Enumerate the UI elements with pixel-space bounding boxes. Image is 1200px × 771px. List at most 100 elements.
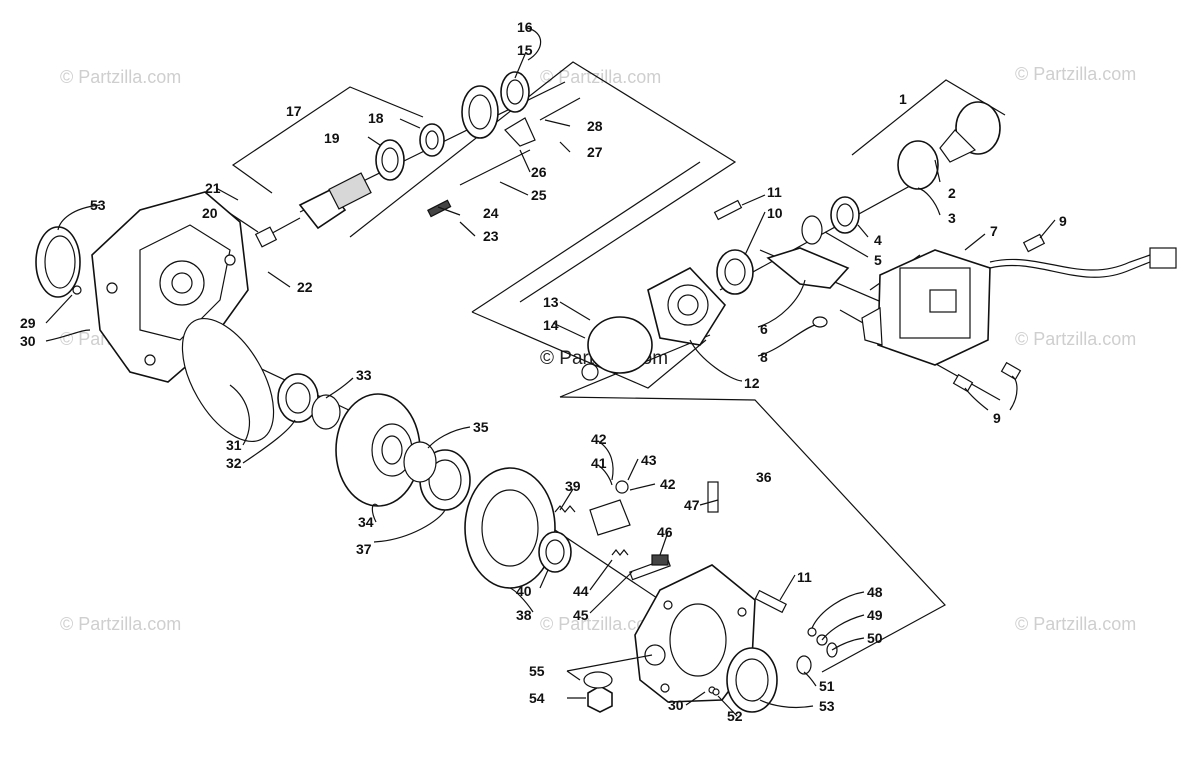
o-ring-8 xyxy=(812,316,828,328)
callout-label: 11 xyxy=(767,184,782,200)
callout-label: 13 xyxy=(543,294,559,310)
callout-label: 54 xyxy=(529,690,545,706)
coupler-1 xyxy=(939,101,1001,163)
callout-label: 46 xyxy=(657,524,673,540)
watermark: © Partzilla.com xyxy=(540,67,661,87)
seal-ring-53-left xyxy=(35,226,81,298)
callout-label: 44 xyxy=(573,583,589,599)
callout-label: 48 xyxy=(867,584,883,600)
screw-11-bottom xyxy=(754,589,787,614)
callout-label: 25 xyxy=(531,187,547,203)
clutch-plate-38 xyxy=(464,467,556,589)
callout-label: 39 xyxy=(565,478,581,494)
callout-label: 49 xyxy=(867,607,883,623)
sensor-46 xyxy=(651,554,669,566)
shim-33 xyxy=(311,394,341,430)
shift-fork-41 xyxy=(589,499,631,536)
spring-44 xyxy=(611,549,629,556)
callout-label: 33 xyxy=(356,367,372,383)
callout-label: 30 xyxy=(668,697,684,713)
callout-label: 41 xyxy=(591,455,607,471)
callout-label: 17 xyxy=(286,103,302,119)
callout-labels: 1 2 3 4 5 6 7 8 9 9 10 11 11 12 13 14 15… xyxy=(20,19,1067,724)
spring-39 xyxy=(554,505,576,513)
callout-label: 24 xyxy=(483,205,499,221)
shim-35 xyxy=(403,441,437,483)
washer-52 xyxy=(712,688,720,696)
callout-label: 34 xyxy=(358,514,374,530)
callout-label: 37 xyxy=(356,541,372,557)
bearing-32 xyxy=(277,373,319,423)
callout-label: 26 xyxy=(531,164,547,180)
vent-47 xyxy=(707,481,719,513)
callout-label: 6 xyxy=(760,321,768,337)
callout-label: 9 xyxy=(1059,213,1067,229)
o-ring-3 xyxy=(897,140,939,190)
callout-label: 11 xyxy=(797,569,812,585)
watermark: © Partzilla.com xyxy=(1015,64,1136,84)
washer-29 xyxy=(72,285,82,295)
callout-label: 50 xyxy=(867,630,883,646)
collar-43 xyxy=(615,480,629,494)
callout-label: 20 xyxy=(202,205,218,221)
washer-48 xyxy=(807,627,817,637)
actuator-7 xyxy=(861,247,1177,366)
callout-label: 22 xyxy=(297,279,313,295)
seal-53-bottom xyxy=(726,647,778,713)
callout-label: 18 xyxy=(368,110,384,126)
drain-plug-54 xyxy=(583,671,613,713)
output-housing-12 xyxy=(647,267,727,346)
callout-label: 27 xyxy=(587,144,603,160)
gear-case-cover xyxy=(634,564,756,703)
callout-label: 23 xyxy=(483,228,499,244)
callout-label: 36 xyxy=(756,469,772,485)
callout-label: 9 xyxy=(993,410,1001,426)
seal-4 xyxy=(830,196,860,234)
callout-label: 40 xyxy=(516,583,532,599)
watermark: © Partzilla.com xyxy=(540,614,661,634)
callout-label: 42 xyxy=(660,476,676,492)
circlip-5 xyxy=(801,215,823,245)
callout-label: 42 xyxy=(591,431,607,447)
callout-label: 7 xyxy=(990,223,998,239)
callout-label: 12 xyxy=(744,375,760,391)
callout-label: 55 xyxy=(529,663,545,679)
bearing-10 xyxy=(716,249,754,295)
o-ring-31 xyxy=(181,317,275,443)
callout-label: 3 xyxy=(948,210,956,226)
callout-label: 14 xyxy=(543,317,559,333)
callout-label: 51 xyxy=(819,678,835,694)
callout-label: 43 xyxy=(641,452,657,468)
callout-label: 1 xyxy=(899,91,907,107)
gasket-13 xyxy=(587,316,653,374)
callout-label: 4 xyxy=(874,232,882,248)
seal-40 xyxy=(538,531,572,573)
watermark: © Partzilla.com xyxy=(1015,329,1136,349)
callout-label: 28 xyxy=(587,118,603,134)
callout-label: 16 xyxy=(517,19,533,35)
callout-label: 10 xyxy=(767,205,783,221)
screw-11-top xyxy=(713,199,743,221)
bracket-6 xyxy=(766,247,850,289)
ring-gear-34 xyxy=(335,393,421,507)
watermark: © Partzilla.com xyxy=(1015,614,1136,634)
callout-label: 30 xyxy=(20,333,36,349)
seal-51 xyxy=(796,655,812,675)
pinion-assembly xyxy=(254,71,581,248)
callout-label: 45 xyxy=(573,607,589,623)
callout-label: 19 xyxy=(324,130,340,146)
callout-label: 53 xyxy=(90,197,106,213)
callout-label: 5 xyxy=(874,252,882,268)
callout-label: 21 xyxy=(205,180,221,196)
watermark: © Partzilla.com xyxy=(60,614,181,634)
snap-ring-14 xyxy=(581,363,599,381)
callout-label: 2 xyxy=(948,185,956,201)
callout-label: 15 xyxy=(517,42,533,58)
screw-9-bottom-a xyxy=(952,373,974,393)
callout-label: 53 xyxy=(819,698,835,714)
callout-label: 38 xyxy=(516,607,532,623)
callout-label: 52 xyxy=(727,708,743,724)
callout-label: 32 xyxy=(226,455,242,471)
screw-9-bottom-b xyxy=(1000,361,1022,381)
